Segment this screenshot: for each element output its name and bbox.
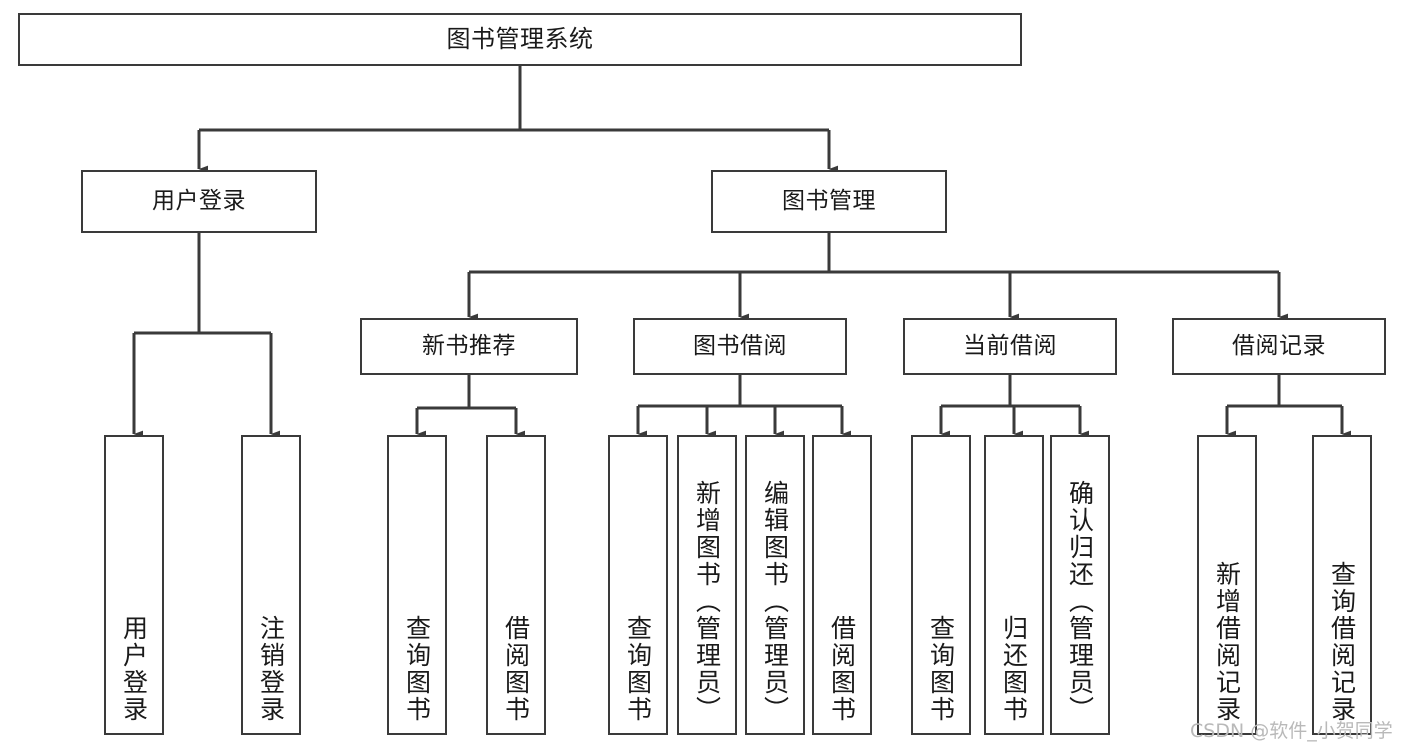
node-borrow[interactable]: 图书借阅	[633, 318, 847, 375]
node-label-leaf-cb-confirm: 确认归还（管理员）	[1065, 480, 1095, 723]
node-label-leaf-cb-return: 归还图书	[999, 615, 1029, 723]
node-label-borrow: 图书借阅	[693, 332, 787, 359]
node-leaf-nb-borrow[interactable]: 借阅图书	[486, 435, 546, 735]
node-label-leaf-bw-edit: 编辑图书（管理员）	[760, 480, 790, 723]
edges	[132, 66, 1352, 438]
node-label-leaf-nb-query: 查询图书	[402, 615, 432, 723]
node-leaf-bw-query[interactable]: 查询图书	[608, 435, 668, 735]
node-leaf-nb-query[interactable]: 查询图书	[387, 435, 447, 735]
node-label-leaf-rc-add: 新增借阅记录	[1212, 561, 1242, 723]
node-label-leaf-user-login: 用户登录	[119, 615, 149, 723]
node-label-bookmgmt: 图书管理	[782, 187, 876, 214]
node-label-leaf-bw-borrow: 借阅图书	[827, 615, 857, 723]
node-leaf-user-logout[interactable]: 注销登录	[241, 435, 301, 735]
node-label-leaf-rc-query: 查询借阅记录	[1327, 561, 1357, 723]
node-label-leaf-bw-query: 查询图书	[623, 615, 653, 723]
node-label-leaf-cb-query: 查询图书	[926, 615, 956, 723]
node-newbook[interactable]: 新书推荐	[360, 318, 578, 375]
node-leaf-cb-query[interactable]: 查询图书	[911, 435, 971, 735]
node-label-login: 用户登录	[152, 187, 246, 214]
node-current[interactable]: 当前借阅	[903, 318, 1117, 375]
node-login[interactable]: 用户登录	[81, 170, 317, 233]
node-label-leaf-bw-add: 新增图书（管理员）	[692, 480, 722, 723]
node-leaf-rc-add[interactable]: 新增借阅记录	[1197, 435, 1257, 735]
node-leaf-bw-edit[interactable]: 编辑图书（管理员）	[745, 435, 805, 735]
node-leaf-cb-confirm[interactable]: 确认归还（管理员）	[1050, 435, 1110, 735]
node-leaf-bw-add[interactable]: 新增图书（管理员）	[677, 435, 737, 735]
node-label-newbook: 新书推荐	[422, 332, 516, 359]
node-label-current: 当前借阅	[963, 332, 1057, 359]
node-bookmgmt[interactable]: 图书管理	[711, 170, 947, 233]
node-leaf-user-login[interactable]: 用户登录	[104, 435, 164, 735]
node-leaf-bw-borrow[interactable]: 借阅图书	[812, 435, 872, 735]
node-label-leaf-user-logout: 注销登录	[256, 615, 286, 723]
node-leaf-rc-query[interactable]: 查询借阅记录	[1312, 435, 1372, 735]
node-leaf-cb-return[interactable]: 归还图书	[984, 435, 1044, 735]
node-label-leaf-nb-borrow: 借阅图书	[501, 615, 531, 723]
node-records[interactable]: 借阅记录	[1172, 318, 1386, 375]
node-label-records: 借阅记录	[1232, 332, 1326, 359]
node-label-root: 图书管理系统	[446, 25, 594, 54]
node-root[interactable]: 图书管理系统	[18, 13, 1022, 66]
